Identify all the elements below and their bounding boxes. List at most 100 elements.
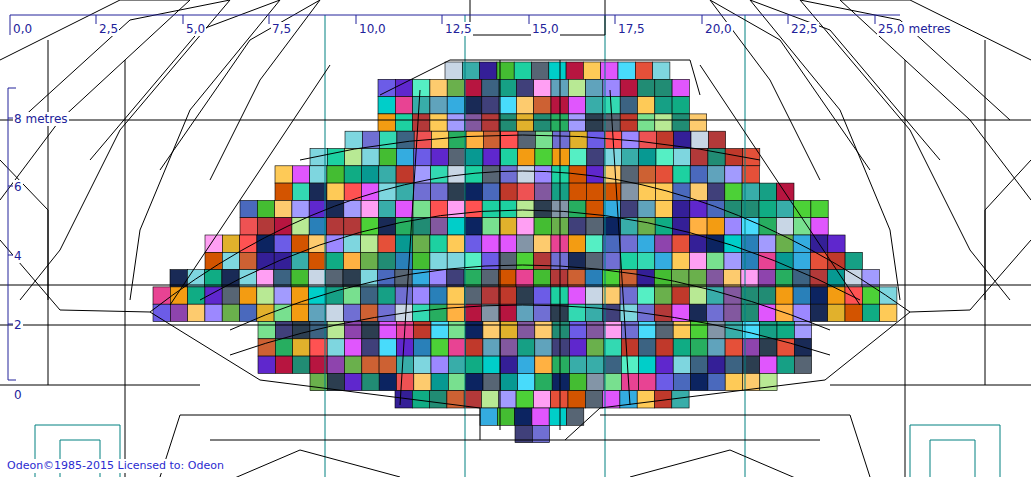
- receiver-cell: [691, 339, 708, 356]
- receiver-cell: [691, 149, 708, 166]
- receiver-cell: [673, 339, 690, 356]
- receiver-cell: [413, 218, 430, 235]
- receiver-cell: [379, 322, 396, 339]
- receiver-cell: [604, 183, 621, 200]
- receiver-cell: [430, 235, 447, 252]
- receiver-cell: [794, 218, 811, 235]
- axis-tick-label: 6: [13, 180, 23, 194]
- receiver-cell: [635, 62, 652, 79]
- receiver-cell: [275, 200, 292, 217]
- receiver-cell: [413, 79, 430, 96]
- receiver-cell: [153, 287, 170, 304]
- receiver-cell: [811, 200, 828, 217]
- receiver-cell: [724, 200, 741, 217]
- receiver-cell: [689, 114, 706, 131]
- receiver-cell: [500, 149, 517, 166]
- receiver-cell: [759, 287, 776, 304]
- receiver-cell: [379, 356, 396, 373]
- receiver-cell: [188, 287, 205, 304]
- receiver-cell: [535, 356, 552, 373]
- receiver-cell: [362, 166, 379, 183]
- receiver-cell: [586, 235, 603, 252]
- receiver-cell: [517, 166, 534, 183]
- receiver-cell: [205, 304, 222, 321]
- receiver-cell: [534, 114, 551, 131]
- receiver-cell: [257, 287, 274, 304]
- receiver-cell: [395, 270, 412, 287]
- receiver-cell: [326, 252, 343, 269]
- receiver-cell: [535, 149, 552, 166]
- receiver-cell: [845, 252, 862, 269]
- receiver-cell: [534, 200, 551, 217]
- receiver-cell: [656, 356, 673, 373]
- receiver-cell: [569, 183, 586, 200]
- receiver-cell: [673, 322, 690, 339]
- receiver-cell: [741, 287, 758, 304]
- receiver-cell: [379, 339, 396, 356]
- receiver-cell: [535, 131, 552, 148]
- receiver-cell: [240, 200, 257, 217]
- receiver-cell: [309, 252, 326, 269]
- receiver-cell: [482, 218, 499, 235]
- receiver-cell: [430, 79, 447, 96]
- receiver-cell: [707, 252, 724, 269]
- receiver-cell: [518, 149, 535, 166]
- receiver-cell: [257, 200, 274, 217]
- receiver-cell: [343, 287, 360, 304]
- receiver-cell: [534, 252, 551, 269]
- receiver-cell: [466, 131, 483, 148]
- receiver-cell: [414, 356, 431, 373]
- receiver-cell: [552, 322, 569, 339]
- receiver-cell: [326, 270, 343, 287]
- receiver-cell: [534, 97, 551, 114]
- receiver-cell: [378, 200, 395, 217]
- receiver-cell: [655, 252, 672, 269]
- receiver-cell: [170, 270, 187, 287]
- receiver-cell: [708, 339, 725, 356]
- receiver-cell: [517, 200, 534, 217]
- receiver-cell: [567, 408, 584, 425]
- receiver-cell: [257, 270, 274, 287]
- receiver-cell: [672, 79, 689, 96]
- receiver-cell: [534, 235, 551, 252]
- receiver-cell: [637, 270, 654, 287]
- receiver-cell: [482, 200, 499, 217]
- receiver-cell: [413, 114, 430, 131]
- receiver-cell: [344, 200, 361, 217]
- axis-tick-label: 4: [13, 249, 23, 263]
- receiver-cell: [483, 373, 500, 390]
- receiver-cell: [275, 166, 292, 183]
- receiver-cell: [483, 166, 500, 183]
- receiver-cell: [448, 200, 465, 217]
- receiver-cell: [794, 322, 811, 339]
- receiver-cell: [431, 339, 448, 356]
- receiver-cell: [810, 287, 827, 304]
- receiver-cell: [361, 218, 378, 235]
- receiver-cell: [776, 200, 793, 217]
- receiver-cell: [604, 149, 621, 166]
- receiver-cell: [655, 287, 672, 304]
- receiver-cell: [275, 356, 292, 373]
- receiver-cell: [343, 252, 360, 269]
- receiver-cell: [292, 183, 309, 200]
- receiver-cell: [431, 149, 448, 166]
- axis-tick-label: 15,0: [531, 22, 560, 36]
- receiver-cell: [327, 339, 344, 356]
- receiver-cell: [637, 287, 654, 304]
- receiver-cell: [447, 270, 464, 287]
- receiver-cell: [430, 304, 447, 321]
- receiver-cell: [568, 114, 585, 131]
- receiver-cell: [862, 270, 879, 287]
- receiver-cell: [673, 149, 690, 166]
- receiver-cell: [466, 149, 483, 166]
- receiver-cell: [448, 356, 465, 373]
- receiver-cell: [275, 218, 292, 235]
- axis-tick-label: 17,5: [617, 22, 646, 36]
- receiver-cell: [534, 287, 551, 304]
- receiver-cell: [569, 356, 586, 373]
- receiver-cell: [430, 270, 447, 287]
- receiver-cell: [638, 200, 655, 217]
- receiver-cell: [291, 304, 308, 321]
- receiver-cell: [378, 287, 395, 304]
